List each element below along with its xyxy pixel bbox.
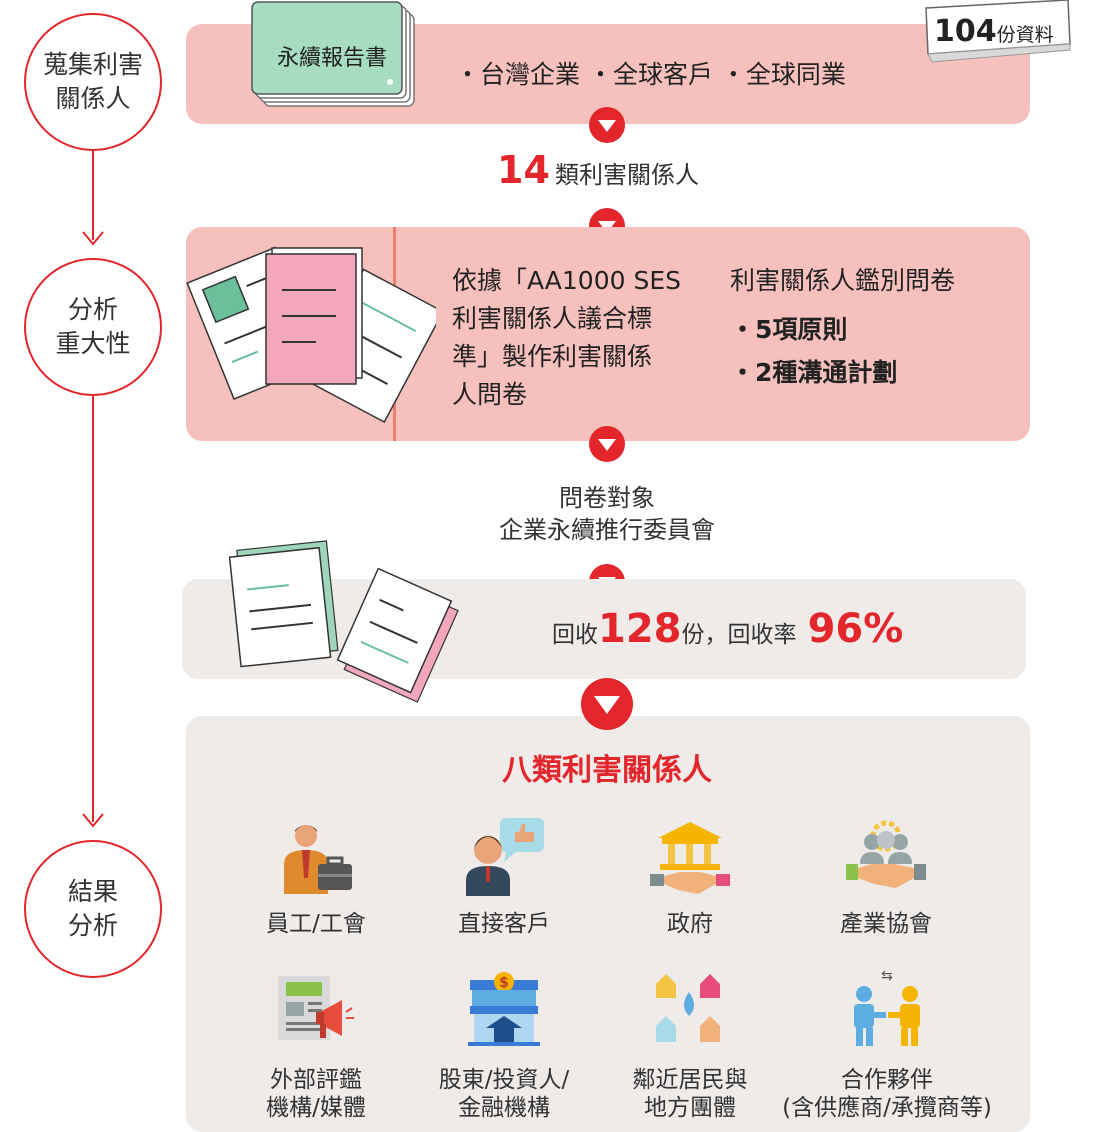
employee-icon xyxy=(284,825,352,894)
response-count: 128 xyxy=(598,606,682,652)
group-label-customers: 直接客戶 xyxy=(458,911,550,937)
partner-icon: ⇆ xyxy=(854,968,920,1046)
group-label-government: 政府 xyxy=(667,911,713,937)
questionnaire-basis: 依據「AA1000 SES 利害關係人議合標 準」製作利害關係 人問卷 xyxy=(452,266,682,409)
timeline-connector xyxy=(82,150,104,828)
report-book-label: 永續報告書 xyxy=(276,46,387,71)
data-count-unit: 份資料 xyxy=(996,24,1054,46)
stakeholder-types-label: 類利害關係人 xyxy=(554,161,699,189)
community-icon xyxy=(656,974,720,1042)
sources-list: ・台灣企業 ・全球客戶 ・全球同業 xyxy=(455,60,846,89)
down-arrow-icon xyxy=(589,426,625,462)
group-label-employees: 員工/工會 xyxy=(266,911,366,937)
response-rate: 96% xyxy=(807,606,904,652)
government-icon xyxy=(650,822,730,894)
down-arrow-icon xyxy=(581,678,633,730)
report-book-icon xyxy=(251,1,415,107)
bullet-communication: ・2種溝通計劃 xyxy=(730,358,898,387)
svg-text:⇆: ⇆ xyxy=(881,968,893,984)
survey-target-committee: 企業永續推行委員會 xyxy=(499,516,715,544)
media-icon xyxy=(278,976,354,1040)
response-unit: 份，回收率 xyxy=(681,622,797,648)
svg-text:$: $ xyxy=(499,975,509,991)
group-label-association: 產業協會 xyxy=(840,911,932,937)
survey-target-title: 問卷對象 xyxy=(559,484,655,512)
group-label-investors: 股東/投資人/ 金融機構 xyxy=(438,1067,570,1121)
final-title: 八類利害關係人 xyxy=(502,753,712,788)
response-stats: 回收128份，回收率 96% xyxy=(552,606,903,652)
group-label-media: 外部評鑑 機構/媒體 xyxy=(266,1067,366,1121)
data-count-number: 104 xyxy=(934,14,997,49)
step-analyze-materiality: 分析 重大性 xyxy=(24,258,162,396)
stakeholder-types-number: 14 xyxy=(497,148,550,192)
customer-icon xyxy=(466,818,544,896)
result-band xyxy=(186,716,1030,1132)
data-count: 104份資料 xyxy=(934,14,1054,49)
down-arrow-icon xyxy=(589,107,625,143)
bank-icon: $ xyxy=(468,972,540,1046)
returned-surveys-icon xyxy=(228,540,459,703)
response-prefix: 回收 xyxy=(552,622,598,648)
data-count-tag xyxy=(925,0,1071,63)
step-collect-stakeholders: 蒐集利害 關係人 xyxy=(24,13,162,151)
survey-target: 問卷對象 企業永續推行委員會 xyxy=(440,482,774,546)
group-label-community: 鄰近居民與 地方團體 xyxy=(632,1067,748,1121)
questionnaire-papers-icon xyxy=(186,246,436,424)
questionnaire-title: 利害關係人鑑別問卷 xyxy=(730,266,956,295)
bullet-principles: ・5項原則 xyxy=(730,315,848,344)
association-icon xyxy=(846,820,926,888)
group-label-partners: 合作夥伴 (含供應商/承攬商等) xyxy=(782,1067,992,1121)
stakeholder-types: 14 類利害關係人 xyxy=(497,148,699,192)
step-result-analysis: 結果 分析 xyxy=(24,840,162,978)
